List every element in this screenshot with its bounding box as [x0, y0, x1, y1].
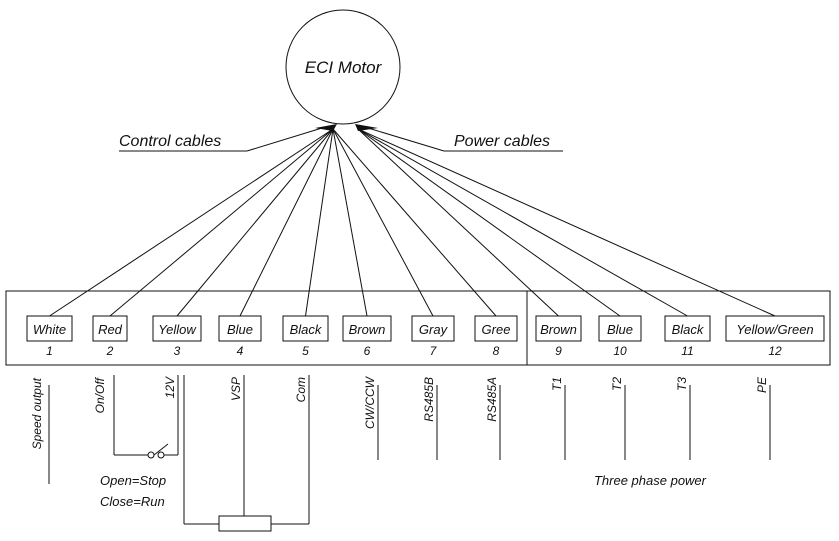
control-cable-arrow	[315, 124, 337, 131]
terminal-number-2: 2	[106, 344, 114, 358]
terminal-color-12: Yellow/Green	[736, 322, 813, 337]
power-cables-label: Power cables	[454, 133, 550, 150]
cable-wire-9	[357, 128, 559, 317]
cable-fan	[49, 128, 776, 317]
terminal-number-10: 10	[613, 344, 627, 358]
switch-blade	[153, 443, 169, 456]
cable-wire-6	[332, 128, 368, 317]
terminal-number-1: 1	[46, 344, 53, 358]
switch-contact-right	[157, 451, 165, 459]
terminal-number-12: 12	[768, 344, 782, 358]
terminal-color-5: Black	[290, 322, 323, 337]
terminal-color-1: White	[33, 322, 66, 337]
terminal-color-10: Blue	[607, 322, 633, 337]
terminal-number-3: 3	[174, 344, 181, 358]
terminal-box-8	[474, 315, 518, 342]
power-cables-leader	[367, 127, 445, 152]
terminal-box-5	[282, 315, 329, 342]
terminal-color-2: Red	[98, 322, 123, 337]
terminal-function-7: RS485B	[422, 377, 436, 422]
terminal-box-12	[725, 315, 825, 342]
cable-wire-12	[357, 128, 776, 317]
terminal-box-11	[664, 315, 711, 342]
terminal-number-9: 9	[555, 344, 562, 358]
terminal-box-3	[152, 315, 202, 342]
cable-wire-2	[109, 128, 334, 317]
on-off-switch	[113, 375, 179, 459]
terminal-function-3: 12V	[163, 376, 177, 398]
terminal-color-9: Brown	[540, 322, 577, 337]
cable-wire-1	[49, 128, 334, 317]
switch-contact-left	[147, 451, 155, 459]
terminal-box-4	[218, 315, 262, 342]
terminal-function-6: CW/CCW	[363, 375, 377, 429]
terminal-function-5: Com	[294, 377, 308, 402]
terminal-number-4: 4	[237, 344, 244, 358]
potentiometer	[218, 515, 272, 532]
terminal-color-11: Black	[672, 322, 705, 337]
cable-wire-8	[332, 128, 497, 317]
terminal-function-11: T3	[675, 377, 689, 391]
motor-circle	[285, 9, 401, 125]
cable-wire-7	[332, 128, 434, 317]
terminal-number-7: 7	[430, 344, 438, 358]
terminal-number-8: 8	[493, 344, 500, 358]
terminal-box-1	[26, 315, 73, 342]
switch-open-note: Open=Stop	[100, 473, 166, 488]
terminal-function-8: RS485A	[485, 377, 499, 422]
terminal-function-12: PE	[755, 376, 769, 393]
terminal-box-6	[342, 315, 392, 342]
cable-wire-10	[357, 128, 621, 317]
cable-wire-3	[176, 128, 334, 317]
terminal-color-8: Gree	[482, 322, 511, 337]
terminal-function-4: VSP	[229, 377, 243, 401]
terminal-box-10	[598, 315, 642, 342]
terminal-box-7	[411, 315, 455, 342]
terminal-number-11: 11	[681, 344, 693, 358]
terminal-function-2: On/Off	[93, 376, 107, 413]
terminal-block	[5, 290, 831, 366]
terminal-function-1: Speed output	[30, 377, 44, 449]
terminal-function-9: T1	[550, 377, 564, 391]
cable-wire-11	[357, 128, 688, 317]
potentiometer-circuit	[183, 375, 310, 532]
terminal-function-10: T2	[610, 377, 624, 391]
output-lines: Speed output On/Off 12V VSP Com CW/CCW RS485B R…	[30, 375, 771, 484]
terminal-number-6: 6	[364, 344, 371, 358]
terminal-color-6: Brown	[349, 322, 386, 337]
cable-wire-5	[305, 128, 334, 317]
three-phase-power-note: Three phase power	[594, 473, 707, 488]
power-cable-arrow	[355, 124, 378, 131]
cable-wire-4	[239, 128, 334, 317]
terminal-box-9	[535, 315, 582, 342]
motor-label: ECI Motor	[305, 58, 383, 77]
terminal-color-7: Gray	[419, 322, 449, 337]
switch-close-note: Close=Run	[100, 494, 165, 509]
terminal-color-4: Blue	[227, 322, 253, 337]
control-cables-leader	[246, 127, 323, 152]
control-cables-label: Control cables	[119, 133, 221, 150]
terminal-color-3: Yellow	[158, 322, 197, 337]
terminal-row: White 1 Red 2 Yellow 3 Blue 4 Black 5 Brown 6 Gray 7 G…	[26, 315, 825, 358]
terminal-number-5: 5	[302, 344, 309, 358]
terminal-box-2	[92, 315, 128, 342]
